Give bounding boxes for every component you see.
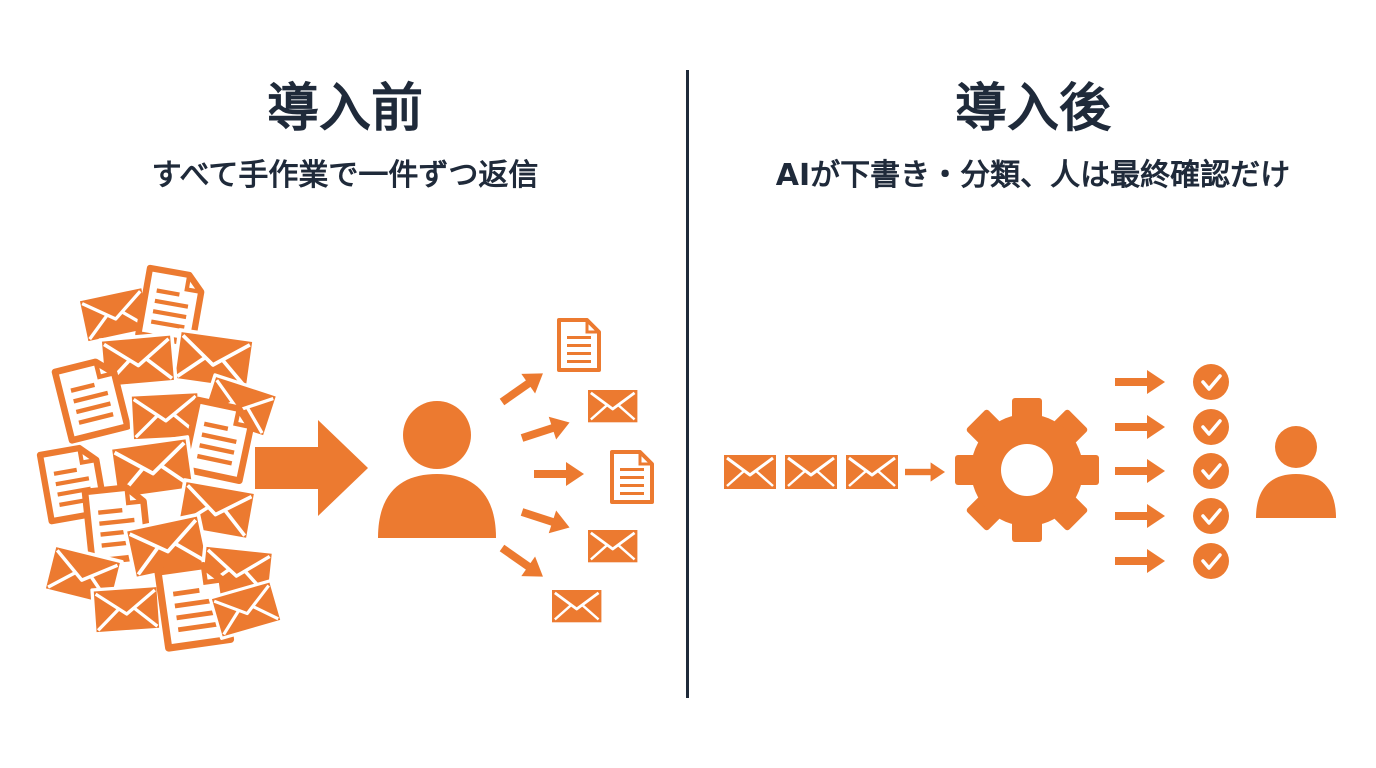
person-icon — [378, 401, 496, 538]
envelope-icon — [722, 453, 778, 491]
reply-arrows — [495, 363, 584, 587]
arrow-icon — [534, 462, 584, 486]
arrow-icon — [1115, 459, 1165, 483]
checked-outputs — [1115, 362, 1231, 581]
envelope-icon — [586, 528, 639, 564]
check-circle-icon — [1191, 496, 1231, 536]
before-subtitle: すべて手作業で一件ずつ返信 — [151, 158, 539, 193]
check-circle-icon — [1191, 362, 1231, 402]
after-subtitle: AIが下書き・分類、人は最終確認だけ — [775, 158, 1291, 193]
arrow-icon — [518, 500, 574, 539]
arrow-icon — [1115, 415, 1165, 439]
check-circle-icon — [1191, 451, 1231, 491]
envelope-icon — [844, 453, 900, 491]
document-icon — [610, 450, 654, 504]
big-arrow-icon — [255, 420, 368, 516]
document-icon — [557, 318, 601, 372]
check-circle-icon — [1191, 407, 1231, 447]
after-title: 導入後 — [954, 79, 1111, 139]
before-title: 導入前 — [266, 79, 423, 139]
envelope-icon — [783, 453, 839, 491]
arrow-icon — [1115, 549, 1165, 573]
arrow-icon — [905, 462, 945, 482]
arrow-icon — [495, 538, 550, 587]
arrow-icon — [1115, 370, 1165, 394]
envelope-icon — [586, 388, 639, 424]
envelope-icon — [90, 583, 163, 636]
panel-divider — [686, 70, 689, 698]
email-pile — [40, 268, 284, 648]
check-circle-icon — [1191, 541, 1231, 581]
arrow-icon — [518, 411, 574, 450]
document-icon — [183, 400, 254, 481]
arrow-icon — [495, 363, 550, 412]
arrow-icon — [1115, 504, 1165, 528]
envelope-icon — [550, 588, 603, 624]
incoming-emails — [722, 453, 900, 491]
reviewer-person-icon — [1256, 426, 1336, 518]
gear-icon — [955, 398, 1099, 542]
